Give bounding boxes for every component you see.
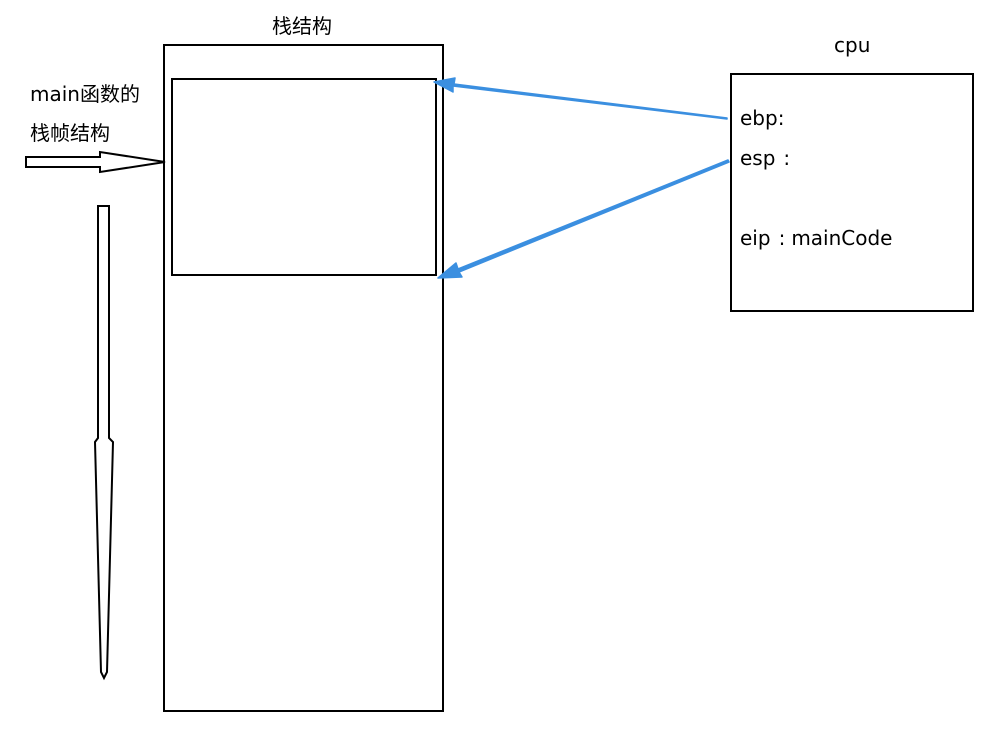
stack-title: 栈结构 bbox=[272, 14, 332, 38]
ebp-pointer-arrow bbox=[433, 77, 728, 120]
register-esp-sep: : bbox=[783, 146, 791, 170]
register-eip-sep: : bbox=[778, 226, 786, 250]
register-ebp-sep: : bbox=[777, 106, 785, 130]
main-frame-label-line2: 栈帧结构 bbox=[30, 121, 110, 145]
register-esp: esp: bbox=[740, 146, 790, 170]
main-stack-frame bbox=[171, 78, 437, 276]
register-ebp-name: ebp bbox=[740, 106, 778, 130]
cpu-box bbox=[730, 73, 974, 312]
register-esp-name: esp bbox=[740, 146, 776, 170]
main-frame-pointer-arrow bbox=[25, 150, 166, 174]
cpu-title: cpu bbox=[834, 33, 871, 57]
esp-pointer-arrow bbox=[437, 159, 730, 279]
register-eip-name: eip bbox=[740, 226, 771, 250]
stack-growth-arrow bbox=[93, 205, 115, 681]
register-ebp: ebp: bbox=[740, 106, 784, 130]
stack-box bbox=[163, 44, 444, 712]
register-eip-value: mainCode bbox=[791, 226, 893, 250]
register-eip: eip:mainCode bbox=[740, 226, 892, 250]
main-frame-label-line1: main函数的 bbox=[30, 82, 140, 106]
